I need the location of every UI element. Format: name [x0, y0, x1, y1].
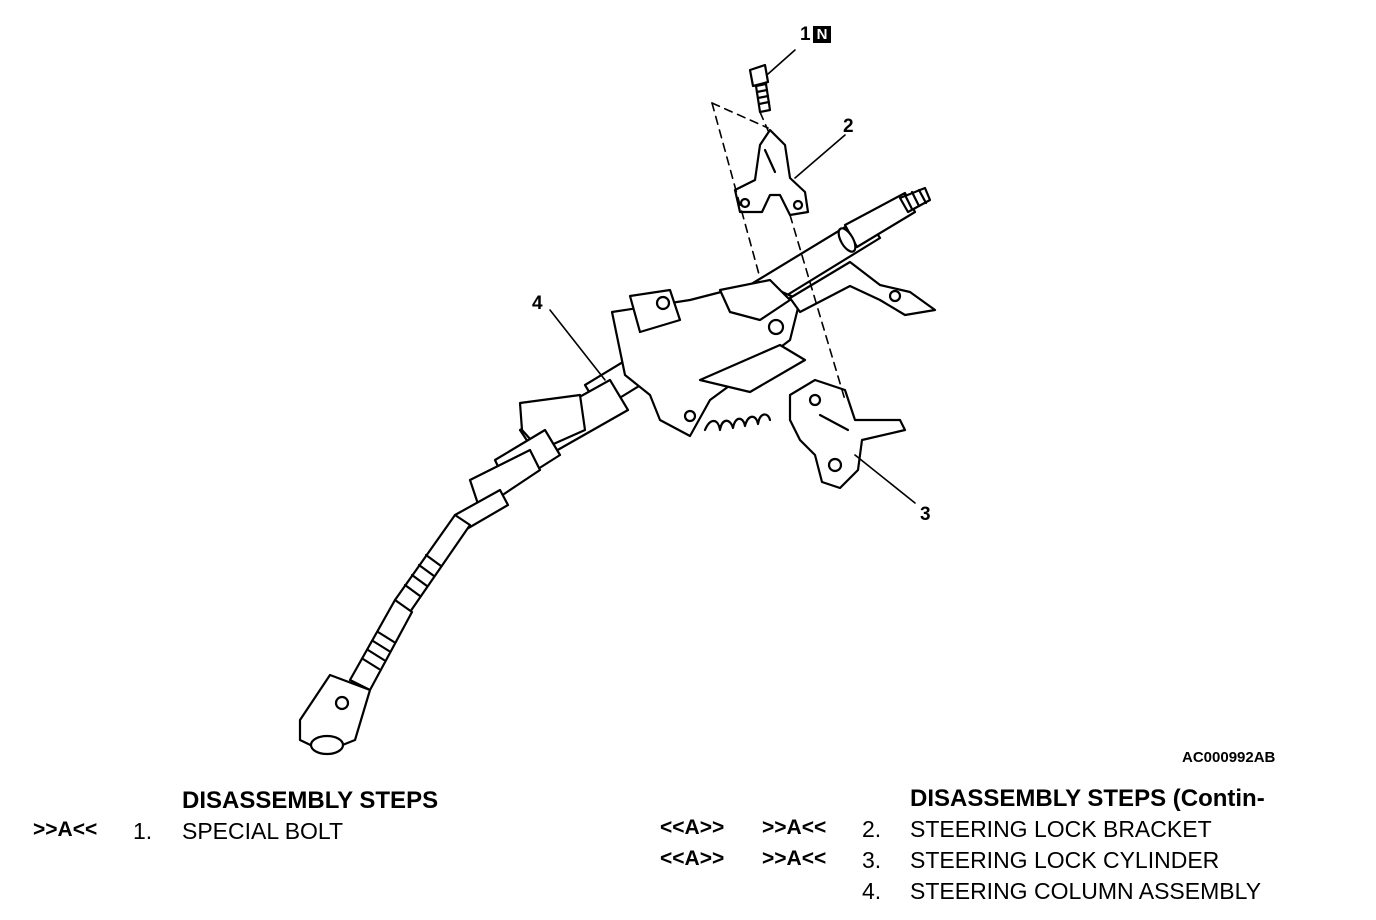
steering-lock-cylinder: [788, 378, 907, 490]
removal-mark: <<A>>: [660, 816, 725, 839]
steering-lock-bracket: [733, 128, 810, 217]
install-mark: >>A<<: [762, 816, 827, 839]
special-bolt: [748, 63, 772, 114]
callout-2: 2: [843, 116, 854, 137]
new-part-badge: N: [812, 26, 832, 43]
install-mark: >>A<<: [762, 847, 827, 870]
step-name: STEERING LOCK CYLINDER: [910, 847, 1220, 873]
step-number: 1.: [133, 818, 153, 844]
steering-column-assembly: [298, 186, 937, 756]
removal-mark: <<A>>: [660, 847, 725, 870]
figure-code: AC000992AB: [1182, 749, 1276, 766]
callout-4: 4: [532, 293, 543, 314]
steps-left-title: DISASSEMBLY STEPS: [182, 787, 439, 814]
step-row: <<A>> >>A<< 2. STEERING LOCK BRACKET: [0, 816, 1376, 844]
step-name: SPECIAL BOLT: [182, 818, 344, 844]
steps-right-title: DISASSEMBLY STEPS (Contin-: [910, 785, 1265, 812]
callout-1-number: 1: [800, 24, 811, 45]
callout-3: 3: [920, 504, 931, 525]
step-row: >>A<< 1. SPECIAL BOLT: [0, 818, 600, 846]
steering-column-diagram: [298, 49, 937, 756]
step-row: <<A>> >>A<< 3. STEERING LOCK CYLINDER: [0, 847, 1376, 875]
step-name: STEERING COLUMN ASSEMBLY: [910, 878, 1262, 904]
step-number: 2.: [862, 816, 882, 842]
step-row: 4. STEERING COLUMN ASSEMBLY: [0, 878, 1376, 906]
step-name: STEERING LOCK BRACKET: [910, 816, 1212, 842]
step-number: 4.: [862, 878, 882, 904]
step-number: 3.: [862, 847, 882, 873]
install-mark: >>A<<: [33, 818, 98, 841]
